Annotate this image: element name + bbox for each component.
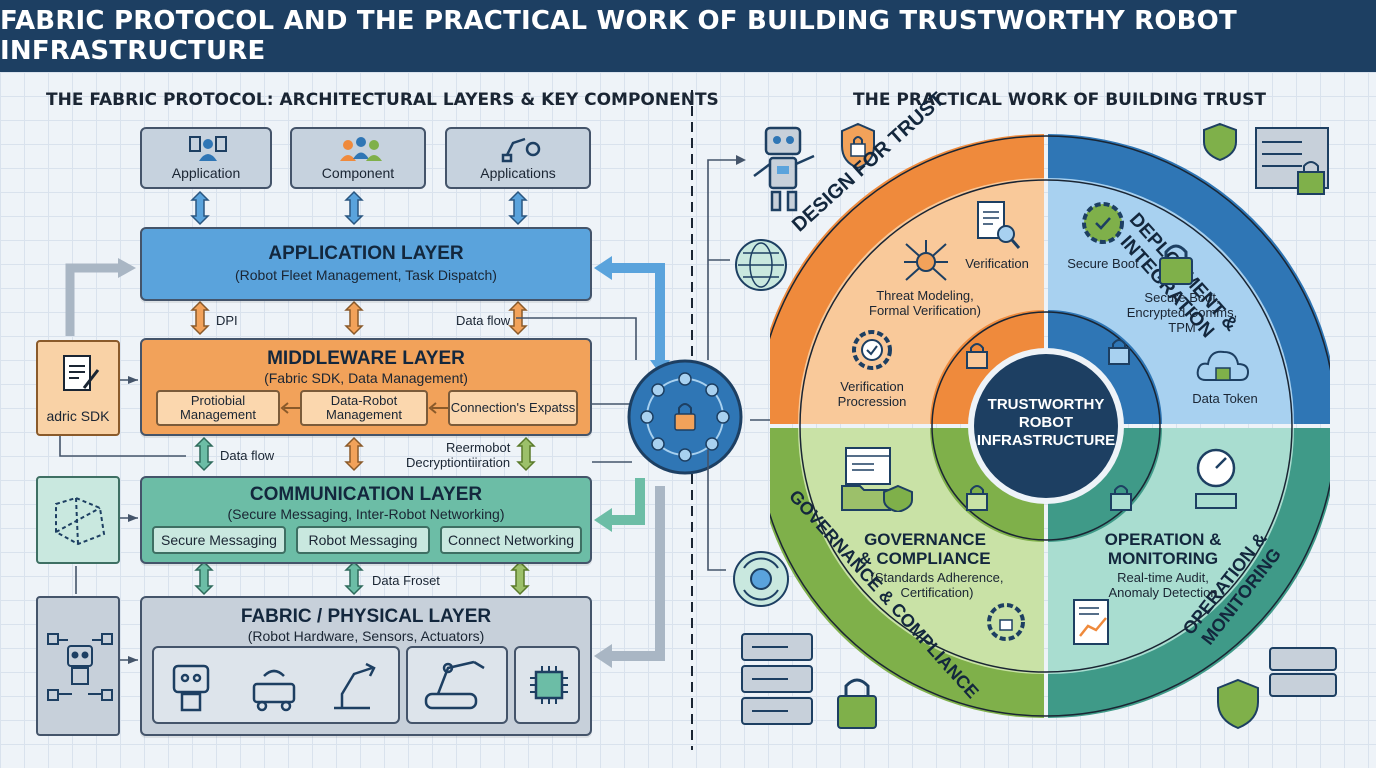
shield-server-icon — [1217, 647, 1337, 730]
protiobial-management[interactable]: Protiobial Management — [156, 390, 280, 426]
top-box-applications[interactable]: Applications — [445, 127, 591, 189]
middleware-layer-title: MIDDLEWARE LAYER — [267, 348, 465, 369]
robot-arm-group — [406, 646, 508, 724]
team-icon — [340, 137, 382, 161]
side-network-box[interactable] — [36, 476, 120, 564]
threat-modeling-label: Threat Modeling,Formal Verification) — [869, 288, 981, 318]
lock-icon — [1110, 485, 1132, 511]
secure-messaging[interactable]: Secure Messaging — [152, 526, 286, 554]
top-box-label: Applications — [480, 165, 556, 181]
gauge-monitor-icon — [1195, 448, 1237, 509]
browser-folder-shield-icon — [841, 447, 913, 512]
connect-networking[interactable]: Connect Networking — [440, 526, 582, 554]
right-heading: THE PRACTICAL WORK OF BUILDING TRUST — [853, 90, 1266, 110]
network-map-icon — [55, 496, 106, 546]
middleware-layer-subtitle: (Fabric SDK, Data Management) — [264, 370, 468, 386]
governance-details: (Standards Adherence,Certification) — [870, 570, 1004, 600]
shield-gear-icon — [1082, 202, 1124, 244]
application-layer-subtitle: (Robot Fleet Management, Task Dispatch) — [235, 267, 497, 283]
lock-icon — [1159, 244, 1193, 285]
deployment-details: Secure Boot,Encrypted Comms,TPM — [1126, 290, 1238, 335]
robot-arm-icon — [424, 660, 485, 710]
hardware-group — [152, 646, 400, 724]
document-pen-icon — [63, 355, 100, 391]
page-title: FABRIC PROTOCOL AND THE PRACTICAL WORK O… — [0, 0, 1376, 72]
connections-expatss[interactable]: Connection's Expatss — [448, 390, 578, 426]
operation-details: Real-time Audit,Anomaly Detection — [1108, 570, 1218, 600]
server-lock-icon — [1203, 122, 1329, 195]
physical-layer-subtitle: (Robot Hardware, Sensors, Actuators) — [247, 628, 485, 644]
governance-heading: GOVERNANCE& COMPLIANCE — [859, 530, 991, 568]
robot-messaging[interactable]: Robot Messaging — [296, 526, 430, 554]
data-flow-note: Data flow — [220, 448, 275, 463]
data-robot-management[interactable]: Data-Robot Management — [300, 390, 428, 426]
top-box-label: Component — [321, 165, 395, 181]
chip-group — [514, 646, 580, 724]
document-search-icon — [977, 201, 1021, 249]
top-box-application[interactable]: Application — [140, 127, 272, 189]
side-robot-network-box[interactable] — [36, 596, 120, 736]
gear-cycle-icon — [733, 551, 789, 607]
dpi-note: DPI — [216, 313, 238, 328]
operation-heading: OPERATION &MONITORING — [1104, 530, 1222, 568]
robot-icon — [753, 126, 815, 212]
application-layer[interactable]: APPLICATION LAYER (Robot Fleet Managemen… — [140, 227, 592, 301]
reermobot-note: Reermobot — [446, 440, 511, 455]
data-froset-note: Data Froset — [372, 573, 440, 588]
arrow-left-icon — [428, 402, 448, 414]
application-layer-title: APPLICATION LAYER — [268, 243, 464, 264]
chip-icon — [530, 666, 568, 704]
report-chart-icon — [1073, 599, 1109, 645]
robot-network-icon — [47, 633, 113, 701]
data-token-label: Data Token — [1192, 391, 1258, 406]
lock-icon — [1108, 339, 1130, 365]
top-box-label: Application — [171, 165, 241, 181]
gear-lock-icon — [987, 603, 1025, 641]
physical-layer-title: FABRIC / PHYSICAL LAYER — [240, 606, 492, 627]
gear-check-icon — [852, 330, 892, 370]
app-icon — [189, 136, 227, 161]
threat-network-icon — [904, 240, 948, 281]
top-box-component[interactable]: Component — [290, 127, 426, 189]
communication-layer-title: COMMUNICATION LAYER — [249, 484, 483, 505]
decryption-note: Decryptiontiiration — [406, 455, 511, 470]
secure-boot-label: Secure Boot — [1067, 256, 1139, 271]
left-heading: THE FABRIC PROTOCOL: ARCHITECTURAL LAYER… — [46, 90, 719, 110]
robot-hardware-icons — [172, 662, 376, 712]
globe-network-icon — [735, 239, 787, 291]
side-sdk-label: adric SDK — [46, 408, 110, 424]
network-hub-icon[interactable] — [620, 352, 750, 482]
robot-arm-gear-icon — [501, 137, 541, 163]
side-sdk-box[interactable]: adric SDK — [36, 340, 120, 436]
shield-lock-icon — [841, 122, 875, 170]
communication-layer-subtitle: (Secure Messaging, Inter-Robot Networkin… — [227, 506, 505, 522]
server-stack-lock-icon — [741, 633, 877, 729]
arrow-left-icon — [280, 402, 300, 414]
flow-arrows — [59, 190, 670, 668]
cloud-lock-icon — [1196, 350, 1250, 381]
lock-icon — [966, 485, 988, 511]
lock-icon — [966, 343, 988, 369]
data-flow-note: Data flow — [456, 313, 511, 328]
section-divider — [691, 90, 693, 750]
verification-label: Verification — [965, 256, 1029, 271]
